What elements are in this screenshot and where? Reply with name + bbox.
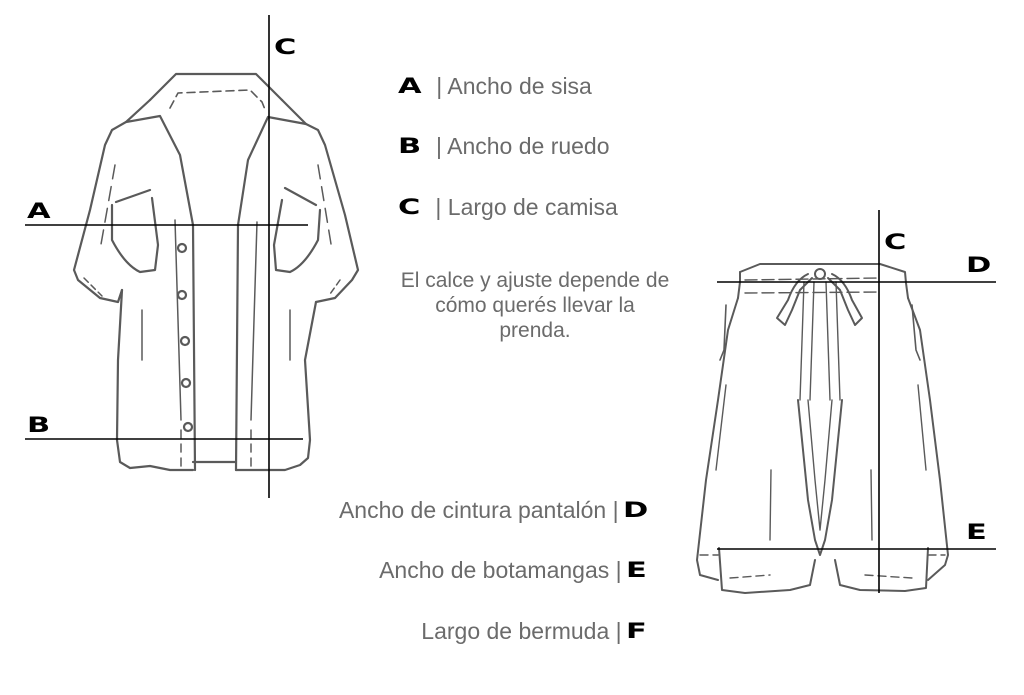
- shirt-measure-lines: [25, 15, 308, 498]
- shirt-marker-b: B: [27, 413, 51, 437]
- shorts-marker-e: E: [966, 520, 987, 544]
- shorts-legend-e: Ancho de botamangas | E: [379, 559, 648, 582]
- shirt-legend-b: B | Ancho de ruedo: [398, 135, 610, 158]
- shorts-measure-lines: [717, 210, 996, 593]
- legend-label: Ancho de botamangas |: [379, 557, 622, 583]
- shirt-legend-a: A | Ancho de sisa: [398, 75, 592, 98]
- shirt-sketch: [72, 72, 360, 472]
- legend-letter: F: [625, 619, 647, 643]
- legend-label: | Ancho de ruedo: [436, 133, 610, 159]
- shorts-marker-d: D: [966, 253, 992, 277]
- shorts-marker-c: C: [884, 230, 907, 254]
- shorts-legend-f: Largo de bermuda | F: [421, 620, 648, 643]
- shorts-legend-d: Ancho de cintura pantalón | D: [339, 499, 648, 522]
- legend-letter: E: [625, 558, 647, 582]
- legend-label: Largo de bermuda |: [421, 618, 622, 644]
- legend-letter: C: [398, 195, 421, 219]
- legend-label: | Largo de camisa: [435, 194, 618, 220]
- legend-letter: B: [398, 134, 422, 158]
- fit-note: El calce y ajuste depende de cómo querés…: [400, 269, 670, 342]
- legend-letter: A: [398, 74, 422, 98]
- shirt-legend-c: C | Largo de camisa: [398, 196, 618, 219]
- legend-letter: D: [622, 498, 648, 522]
- legend-label: Ancho de cintura pantalón |: [338, 497, 619, 523]
- legend-label: | Ancho de sisa: [436, 73, 592, 99]
- shirt-marker-a: A: [27, 199, 51, 223]
- shirt-marker-c: C: [274, 35, 297, 59]
- shorts-sketch: [696, 263, 949, 594]
